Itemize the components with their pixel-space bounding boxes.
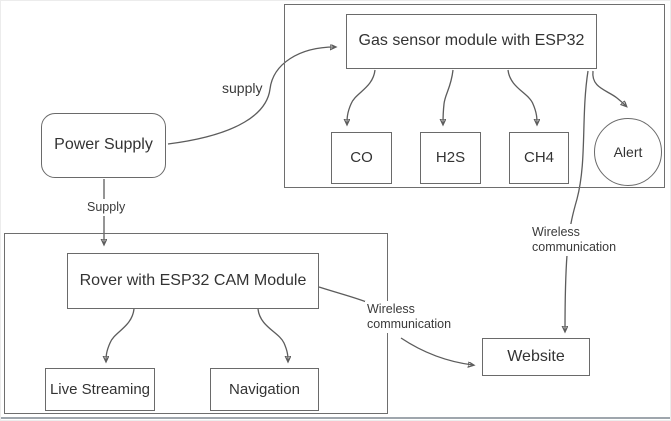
- supply-to-rover-label: Supply: [85, 199, 128, 216]
- power-supply-node: Power Supply: [41, 113, 166, 178]
- wireless-communication-rover-label: Wireless communication: [365, 301, 454, 333]
- supply-to-gas-label: supply: [220, 80, 265, 97]
- rover-node: Rover with ESP32 CAM Module: [67, 253, 319, 309]
- image-bottom-border: [1, 417, 670, 419]
- wireless-communication-gas-label: Wireless communication: [530, 224, 619, 256]
- gas-sensor-group-frame: [284, 4, 665, 188]
- h2s-node: H2S: [420, 132, 481, 184]
- edge-wireless-label-to-website: [400, 337, 473, 365]
- co-node: CO: [331, 132, 392, 184]
- live-streaming-node: Live Streaming: [45, 368, 155, 411]
- gas-sensor-module-node: Gas sensor module with ESP32: [346, 14, 597, 69]
- navigation-node: Navigation: [210, 368, 319, 411]
- alert-node: Alert: [594, 118, 662, 186]
- ch4-node: CH4: [509, 132, 569, 184]
- website-node: Website: [482, 338, 590, 376]
